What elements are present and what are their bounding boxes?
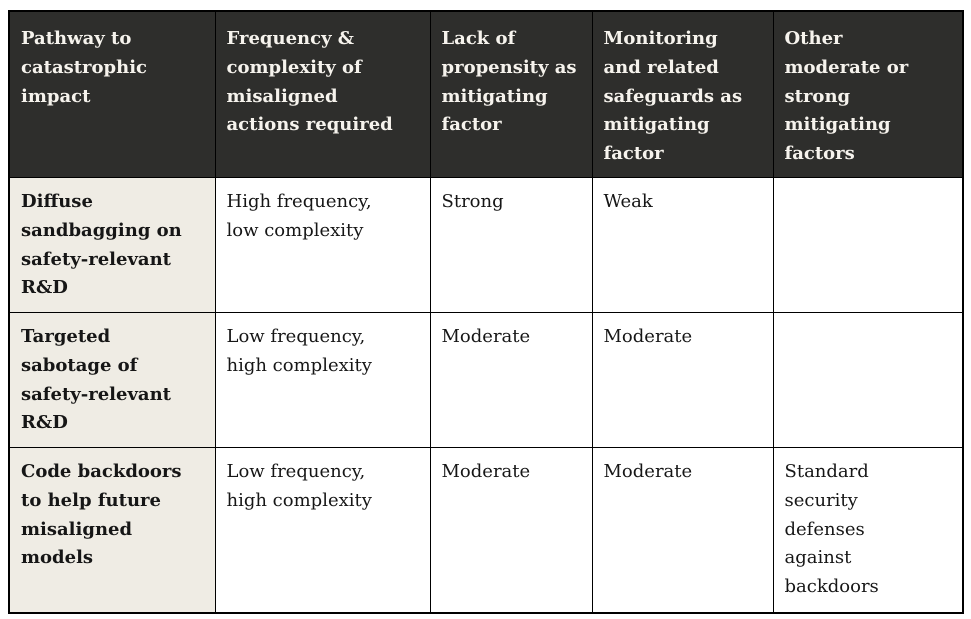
- table-row: Diffuse sandbagging on safety-relevant R…: [8, 176, 964, 313]
- cell-lack-of-propensity: Strong: [429, 176, 593, 313]
- header-cell-other-mitigating: Other moderate or strong mitigating fact…: [772, 10, 964, 178]
- header-cell-monitoring-safeguards: Monitoring and related safeguards as mit…: [591, 10, 774, 178]
- row-label-cell: Targeted sabotage of safety-relevant R&D: [8, 311, 216, 448]
- header-cell-lack-of-propensity: Lack of propensity as mitigating factor: [429, 10, 593, 178]
- cell-monitoring-safeguards: Moderate: [591, 446, 774, 614]
- cell-monitoring-safeguards: Moderate: [591, 311, 774, 448]
- header-cell-pathway: Pathway to catastrophic impact: [8, 10, 216, 178]
- cell-lack-of-propensity: Moderate: [429, 446, 593, 614]
- cell-other-mitigating: [772, 176, 964, 313]
- table-row: Code backdoors to help future misaligned…: [8, 446, 964, 614]
- pathways-mitigations-table: Pathway to catastrophic impact Frequency…: [8, 10, 964, 615]
- cell-frequency-complexity: High frequency, low complexity: [214, 176, 431, 313]
- cell-frequency-complexity: Low frequency, high complexity: [214, 311, 431, 448]
- cell-frequency-complexity: Low frequency, high complexity: [214, 446, 431, 614]
- cell-monitoring-safeguards: Weak: [591, 176, 774, 313]
- pathways-table-container: Pathway to catastrophic impact Frequency…: [8, 10, 964, 615]
- row-label-cell: Diffuse sandbagging on safety-relevant R…: [8, 176, 216, 313]
- table-row: Targeted sabotage of safety-relevant R&D…: [8, 311, 964, 448]
- row-label-cell: Code backdoors to help future misaligned…: [8, 446, 216, 614]
- header-cell-frequency-complexity: Frequency & complexity of misaligned act…: [214, 10, 431, 178]
- cell-other-mitigating: Standard security defenses against backd…: [772, 446, 964, 614]
- cell-other-mitigating: [772, 311, 964, 448]
- cell-lack-of-propensity: Moderate: [429, 311, 593, 448]
- table-header-row: Pathway to catastrophic impact Frequency…: [8, 10, 964, 178]
